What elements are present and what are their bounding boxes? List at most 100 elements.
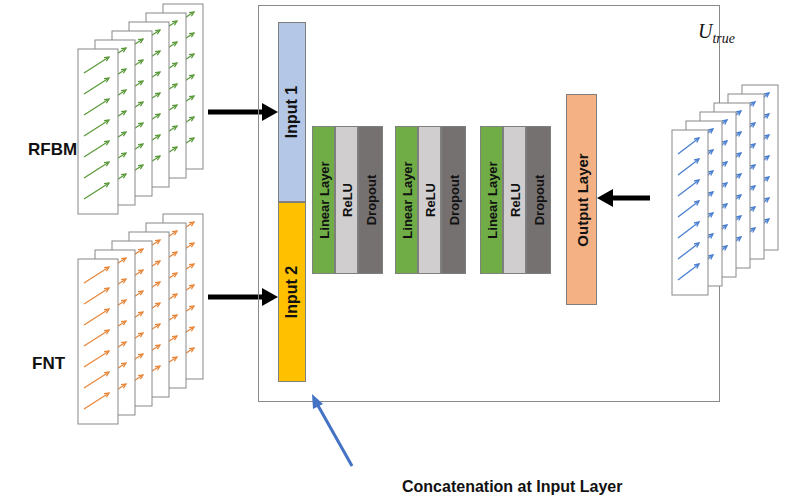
vector-head [764,156,769,160]
vector-arrow [678,222,699,238]
vector-head [708,129,713,133]
vector-head [189,222,194,226]
vector-head [708,171,713,175]
vector-head [722,162,727,166]
vector-arrow [84,309,109,325]
flow-arrow [597,189,650,207]
vector-head [121,258,126,262]
data-stack [22,212,208,442]
vector-head [708,234,713,238]
sheet [78,49,118,214]
vector-arrow [84,393,109,409]
vector-head [750,144,755,148]
vector-head [104,57,109,61]
data-stack-group: RFBM [22,2,208,220]
vector-head [172,315,177,319]
vector-head [138,165,143,169]
arrow-shaft [611,196,650,201]
vector-head [138,249,143,253]
vector-head [189,327,194,331]
vector-head [189,264,194,268]
vector-arrow [678,159,699,175]
layer-label: Linear Layer [399,161,414,238]
vector-head [764,93,769,97]
vector-head [764,219,769,223]
vector-head [155,303,160,307]
vector-head [138,123,143,127]
vector-head [104,99,109,103]
sheet-outline [672,130,708,295]
vector-head [722,141,727,145]
vector-arrow [84,57,109,73]
arrow-shaft [208,295,264,300]
layer-box: Linear Layer [312,126,335,274]
vector-arrow [84,99,109,115]
vector-head [694,159,699,163]
vector-head [104,120,109,124]
flow-arrow [208,103,278,121]
vector-head [694,138,699,142]
vector-head [694,180,699,184]
vector-head [172,42,177,46]
vector-head [764,177,769,181]
vector-head [138,291,143,295]
vector-head [172,294,177,298]
layer-label: Output Layer [573,153,590,246]
vector-head [138,60,143,64]
vector-head [155,156,160,160]
vector-head [172,231,177,235]
vector-arrow [678,243,699,259]
layer-box: Input 2 [278,202,306,382]
vector-head [121,153,126,157]
sheet-outline [78,259,118,424]
layer-box: Dropout [441,126,466,274]
vector-head [172,21,177,25]
vector-head [172,147,177,151]
vector-head [172,105,177,109]
vector-head [736,111,741,115]
vector-head [155,135,160,139]
vector-arrow [678,264,699,280]
vector-head [138,81,143,85]
vector-head [121,363,126,367]
vector-head [189,285,194,289]
vector-arrow [84,78,109,94]
stack-name: RFBM [28,140,77,159]
vector-head [189,117,194,121]
layer-label: Dropout [363,175,378,226]
data-stack [22,2,208,220]
vector-head [722,204,727,208]
stack-label: RFBM [28,140,77,160]
stack-name: FNT [32,354,65,373]
vector-head [708,192,713,196]
data-stack-group: FNT [22,212,208,442]
vector-head [736,153,741,157]
arrow-head [262,288,278,306]
vector-head [138,375,143,379]
vector-head [736,237,741,241]
vector-arrow [84,162,109,178]
layer-label: Input 1 [283,86,301,138]
vector-head [104,162,109,166]
vector-head [121,384,126,388]
vector-head [138,102,143,106]
vector-arrow [84,372,109,388]
stack-label: FNT [32,354,65,374]
layer-box: ReLU [503,126,526,274]
vector-head [138,270,143,274]
vector-head [189,12,194,16]
layer-label: ReLU [422,183,437,217]
vector-head [104,309,109,313]
layer-box: Linear Layer [395,126,418,274]
vector-head [736,174,741,178]
vector-head [172,252,177,256]
vector-head [121,174,126,178]
layer-box: Output Layer [566,94,597,305]
vector-arrow [84,120,109,136]
vector-head [155,282,160,286]
vector-head [104,267,109,271]
vector-head [172,273,177,277]
layer-box: Dropout [526,126,551,274]
vector-arrow [678,180,699,196]
layer-label: Linear Layer [484,161,499,238]
